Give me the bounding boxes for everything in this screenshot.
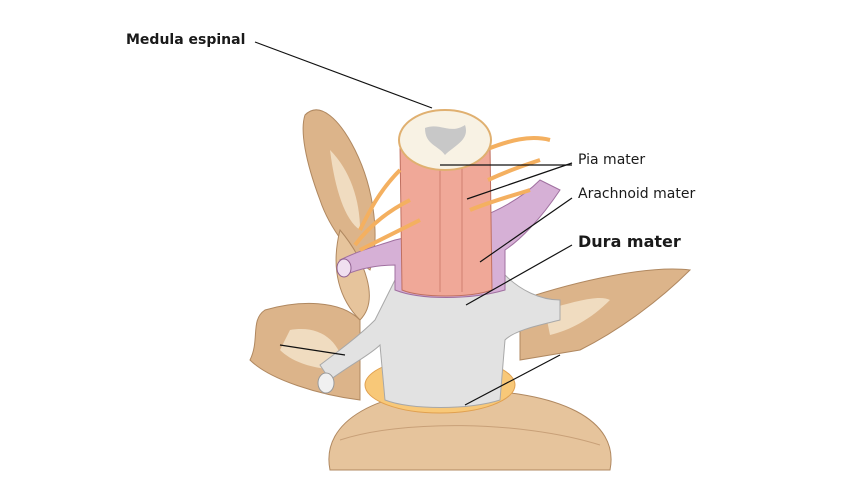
label-dura-mater: Dura mater [578, 232, 681, 251]
nerve-roots [353, 136, 551, 252]
leader-lines [254, 41, 573, 406]
dura-sleeve [319, 274, 561, 408]
label-arachnoid-mater: Arachnoid mater [578, 186, 696, 202]
vertebra-right-process [519, 268, 692, 361]
label-pia-mater: Pia mater [578, 152, 646, 168]
label-spinal-cord: Medula espinal [126, 32, 246, 48]
